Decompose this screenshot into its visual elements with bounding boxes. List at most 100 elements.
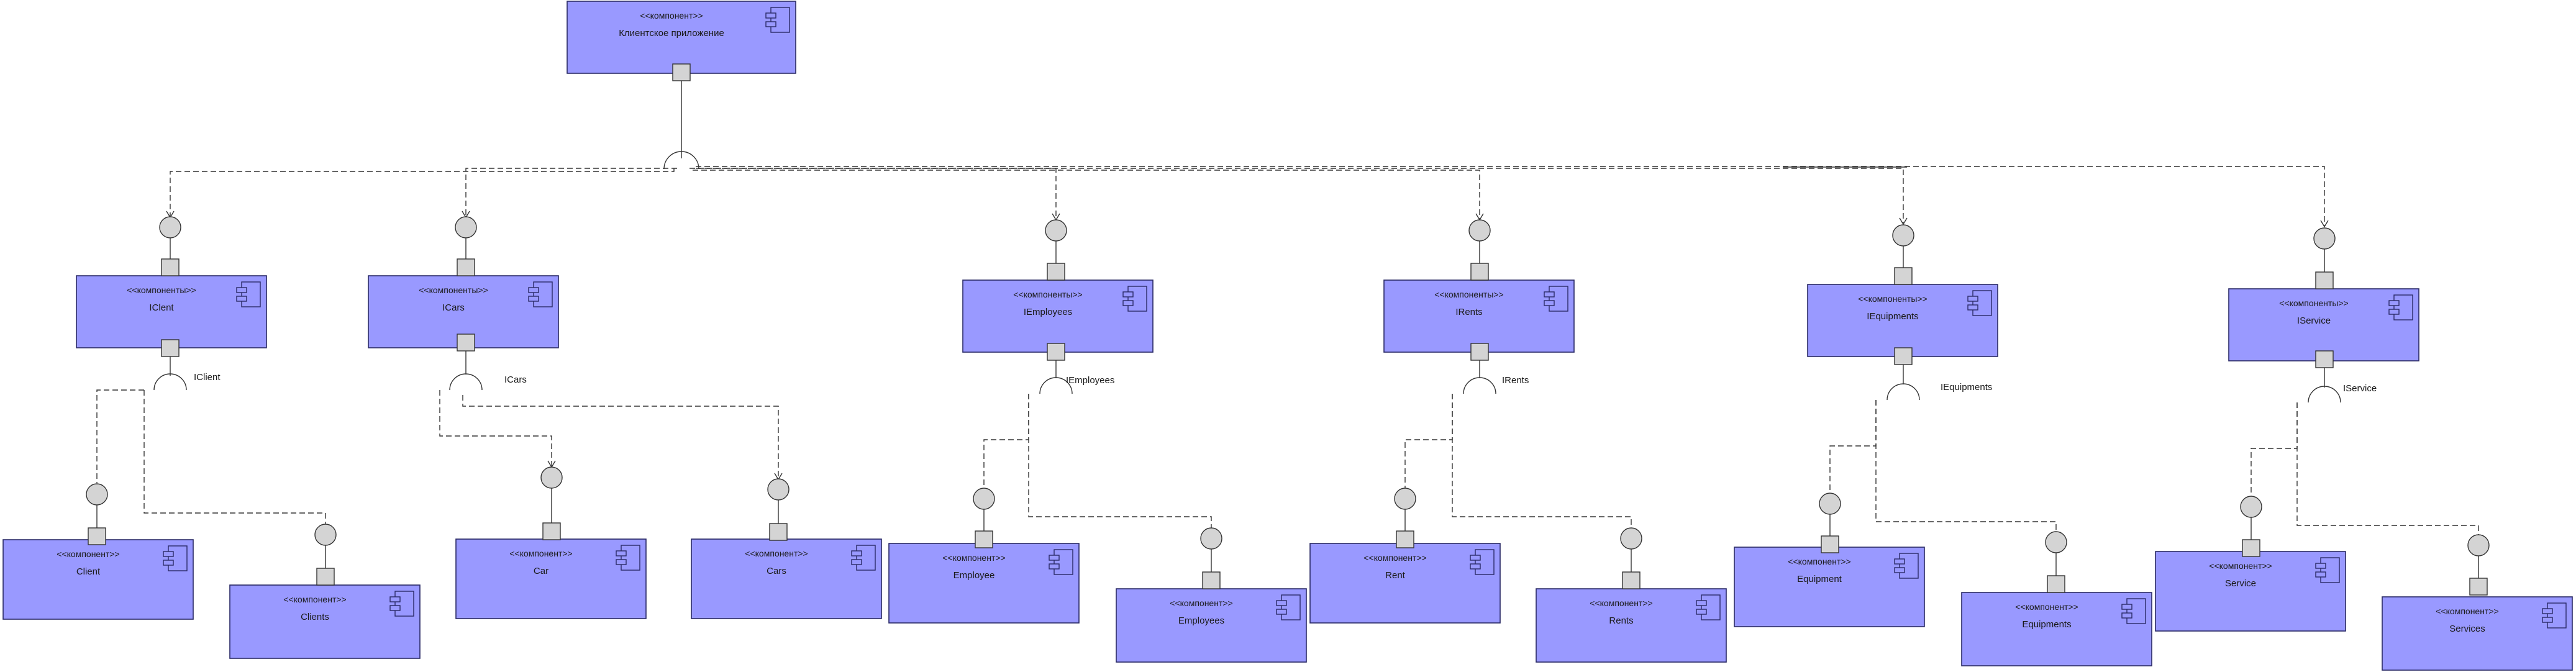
port-square[interactable]: [975, 530, 993, 548]
component-box[interactable]: [1383, 279, 1575, 353]
component-box[interactable]: [2155, 551, 2346, 632]
port-square[interactable]: [2242, 539, 2260, 557]
iface-label-iclient: IClient: [194, 372, 221, 383]
lollipop-icon[interactable]: [2467, 534, 2490, 556]
lollipop-icon[interactable]: [2313, 227, 2336, 250]
lollipop-icon[interactable]: [2240, 496, 2262, 518]
component-iequipments[interactable]: <<компоненты>>IEquipments: [1807, 284, 1998, 357]
component-icon: [1696, 594, 1721, 620]
component-service[interactable]: <<компонент>>Service: [2155, 551, 2346, 632]
port-square[interactable]: [161, 339, 180, 357]
component-box[interactable]: [888, 543, 1080, 624]
component-rents[interactable]: <<компонент>>Rents: [1536, 588, 1727, 663]
lollipop-icon[interactable]: [1394, 488, 1416, 510]
lollipop-icon[interactable]: [2045, 531, 2067, 553]
port-square[interactable]: [1470, 263, 1489, 281]
lollipop-icon[interactable]: [314, 524, 337, 546]
component-box[interactable]: [2382, 596, 2573, 671]
component-stereotype: <<компонент>>: [640, 11, 703, 20]
port-square[interactable]: [316, 568, 335, 586]
component-box[interactable]: [691, 538, 882, 619]
component-employees[interactable]: <<компонент>>Employees: [1116, 588, 1307, 663]
port-square[interactable]: [1047, 343, 1065, 361]
lollipop-icon[interactable]: [1045, 219, 1067, 242]
lollipop-icon[interactable]: [767, 478, 790, 501]
component-stereotype: <<компоненты>>: [127, 285, 196, 295]
component-box[interactable]: [1309, 543, 1501, 624]
port-square[interactable]: [457, 334, 475, 352]
dep-to-clients: [143, 390, 326, 525]
component-equipments[interactable]: <<компонент>>Equipments: [1961, 592, 2152, 666]
port-square[interactable]: [2315, 350, 2334, 368]
component-box[interactable]: [962, 279, 1154, 353]
port-square[interactable]: [1047, 263, 1065, 281]
port-square[interactable]: [542, 522, 561, 540]
port-square[interactable]: [769, 523, 788, 541]
component-box[interactable]: [1116, 588, 1307, 663]
component-iemployees[interactable]: <<компоненты>>IEmployees: [962, 279, 1154, 353]
component-stereotype: <<компоненты>>: [419, 285, 488, 295]
port-square[interactable]: [2469, 578, 2488, 596]
port-square[interactable]: [1821, 535, 1839, 553]
component-box[interactable]: [2, 539, 194, 620]
component-box[interactable]: [76, 275, 267, 348]
port-square[interactable]: [161, 258, 180, 276]
dep-to-client: [96, 389, 144, 483]
port-square[interactable]: [1894, 347, 1913, 365]
port-square[interactable]: [672, 63, 691, 81]
component-employee[interactable]: <<компонент>>Employee: [888, 543, 1080, 624]
dep-to-rents: [1452, 394, 1632, 529]
component-icon: [389, 591, 414, 617]
component-icon: [1122, 286, 1147, 312]
lollipop-icon[interactable]: [455, 216, 477, 238]
lollipop-icon[interactable]: [159, 216, 181, 238]
port-square[interactable]: [1202, 571, 1221, 589]
component-name: IClent: [149, 302, 174, 313]
lollipop-icon[interactable]: [86, 483, 108, 506]
component-name: Car: [534, 566, 548, 576]
component-client_app[interactable]: <<компонент>>Клиентское приложение: [567, 1, 796, 74]
component-irents[interactable]: <<компоненты>>IRents: [1383, 279, 1575, 353]
lollipop-icon[interactable]: [1620, 527, 1642, 550]
component-name: IEquipments: [1867, 311, 1918, 322]
lollipop-icon[interactable]: [973, 488, 995, 510]
port-square[interactable]: [1470, 343, 1489, 361]
provided-interfaces: [86, 216, 2490, 556]
lollipop-icon[interactable]: [540, 466, 563, 489]
port-square[interactable]: [457, 258, 475, 276]
component-cars[interactable]: <<компонент>>Cars: [691, 538, 882, 619]
port-square[interactable]: [2047, 575, 2065, 593]
component-name: Client: [76, 566, 101, 577]
lollipop-icon[interactable]: [1468, 219, 1491, 242]
component-box[interactable]: [567, 1, 796, 74]
port-square[interactable]: [1396, 530, 1414, 548]
component-iservice[interactable]: <<компоненты>>IService: [2228, 288, 2419, 361]
component-icon: [1967, 290, 1992, 316]
port-square[interactable]: [88, 527, 106, 545]
port-square[interactable]: [2315, 271, 2334, 289]
component-car[interactable]: <<компонент>>Car: [455, 538, 647, 619]
component-client[interactable]: <<компонент>>Client: [2, 539, 194, 620]
component-box[interactable]: [1734, 547, 1925, 627]
lollipop-icon[interactable]: [1892, 224, 1914, 247]
lollipop-icon[interactable]: [1200, 527, 1222, 550]
component-box[interactable]: [1536, 588, 1727, 663]
component-clients[interactable]: <<компонент>>Clients: [229, 584, 421, 659]
port-square[interactable]: [1622, 571, 1641, 589]
component-rent[interactable]: <<компонент>>Rent: [1309, 543, 1501, 624]
dep-to-iemployees: [690, 168, 1057, 219]
arrowhead: [2320, 220, 2329, 228]
lollipop-icon[interactable]: [1819, 493, 1841, 515]
port-square[interactable]: [1894, 267, 1913, 285]
component-iclient[interactable]: <<компоненты>> IClent: [76, 275, 267, 348]
component-icon: [2542, 602, 2567, 629]
dep-to-services: [2296, 402, 2479, 535]
component-box[interactable]: [1807, 284, 1998, 357]
component-box[interactable]: [229, 584, 421, 659]
component-box[interactable]: [455, 538, 647, 619]
component-equipment[interactable]: <<компонент>>Equipment: [1734, 547, 1925, 627]
component-services[interactable]: <<компонент>>Services: [2382, 596, 2573, 671]
component-icon: [2121, 598, 2146, 624]
dep-to-iservice: [696, 166, 2325, 225]
